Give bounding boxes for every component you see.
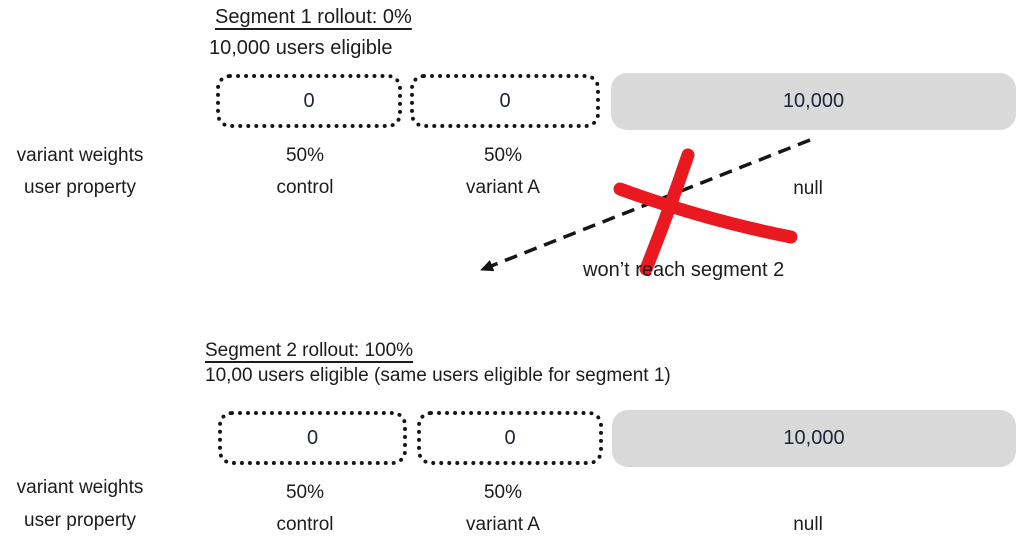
dashed-arrow: [480, 138, 811, 272]
weight-control: 50%: [285, 482, 325, 503]
segment-2-title: Segment 2 rollout: 100%: [205, 340, 414, 361]
property-variant-a: variant A: [466, 514, 540, 535]
property-null: null: [793, 178, 823, 199]
variant-box-control-value: 0: [303, 89, 315, 112]
variant-box-null: 10,000: [611, 73, 1016, 130]
variant-box-control: 0: [218, 411, 407, 465]
property-control: control: [276, 514, 334, 535]
variant-box-null: 10,000: [612, 410, 1016, 467]
weight-control: 50%: [285, 145, 325, 166]
segment-1-title: Segment 1 rollout: 0%: [215, 6, 412, 28]
user-property-label: user property: [24, 177, 136, 198]
property-variant-a: variant A: [466, 177, 540, 198]
segment-2-subtitle: 10,00 users eligible (same users eligibl…: [205, 365, 671, 386]
weight-variant-a: 50%: [483, 482, 523, 503]
variant-box-variant-a-value: 0: [499, 89, 511, 112]
weight-variant-a: 50%: [483, 145, 523, 166]
property-null: null: [793, 514, 823, 535]
variant-box-control-value: 0: [306, 426, 319, 449]
variant-box-null-value: 10,000: [783, 427, 845, 449]
annotation-text: won’t reach segment 2: [583, 259, 785, 281]
red-x-icon: [613, 148, 798, 276]
property-control: control: [276, 177, 334, 198]
variant-box-control: 0: [216, 74, 402, 128]
variant-box-variant-a: 0: [410, 74, 600, 128]
variant-box-variant-a-value: 0: [504, 426, 516, 449]
variant-weights-label: variant weights: [16, 145, 144, 166]
variant-weights-label: variant weights: [16, 477, 144, 498]
segment-1-subtitle: 10,000 users eligible: [209, 37, 393, 59]
user-property-label: user property: [24, 510, 136, 531]
variant-box-null-value: 10,000: [782, 90, 845, 112]
variant-box-variant-a: 0: [417, 411, 603, 465]
